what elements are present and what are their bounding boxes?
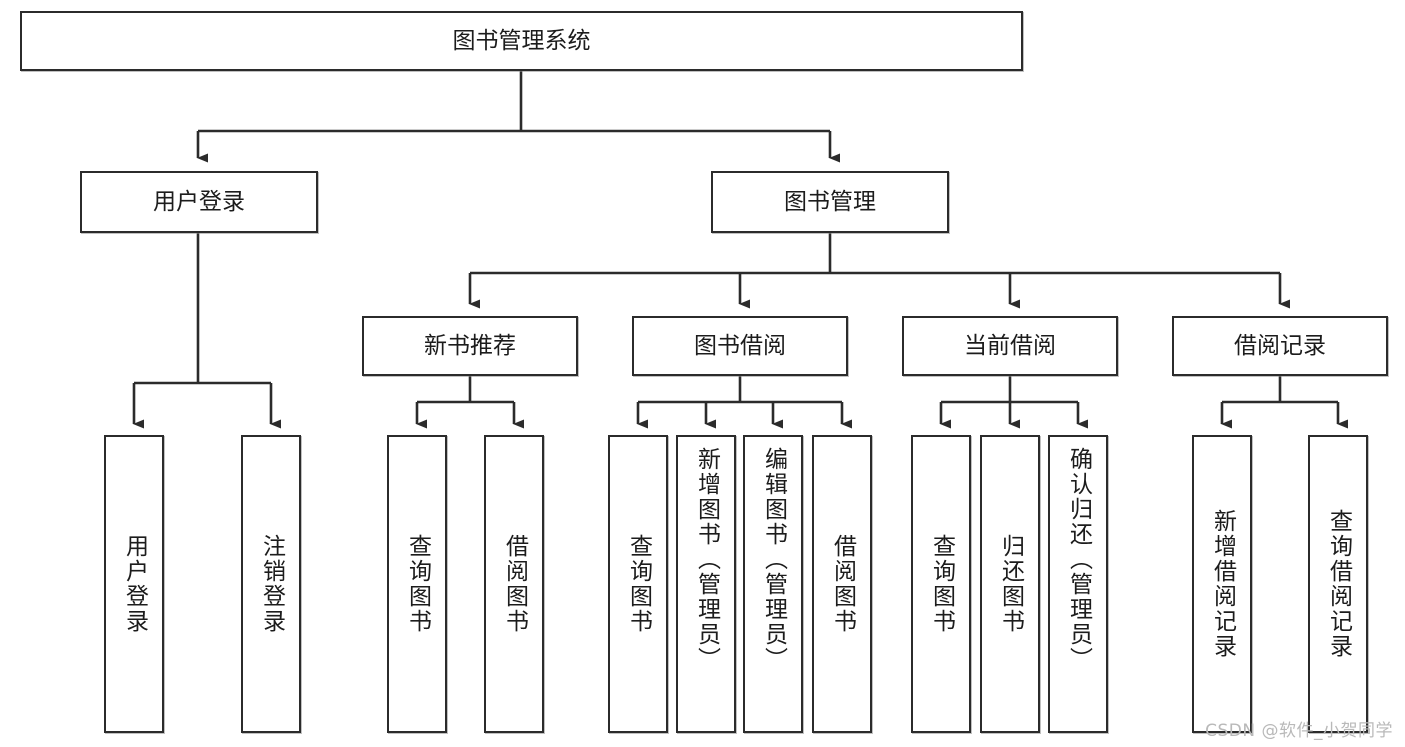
- node-leaf-logout-login[interactable]: 注销登录: [241, 435, 301, 733]
- node-leaf-query-book-borrow[interactable]: 查询图书: [608, 435, 668, 733]
- watermark-text: CSDN @软件_小贺同学: [1205, 721, 1393, 741]
- node-leaf-add-borrow-record[interactable]: 新增借阅记录: [1192, 435, 1252, 733]
- node-leaf-query-borrow-record[interactable]: 查询借阅记录: [1308, 435, 1368, 733]
- node-leaf-query-book-current[interactable]: 查询图书: [911, 435, 971, 733]
- node-label: 新书推荐: [424, 332, 516, 359]
- node-label: 查询图书: [928, 534, 955, 634]
- node-leaf-edit-book[interactable]: 编辑图书（管理员）: [743, 435, 803, 733]
- node-label: 图书借阅: [694, 332, 786, 359]
- node-leaf-return-book[interactable]: 归还图书: [980, 435, 1040, 733]
- node-label: 编辑图书（管理员）: [760, 447, 787, 672]
- node-label: 确认归还（管理员）: [1065, 447, 1092, 672]
- node-label: 查询图书: [404, 534, 431, 634]
- node-leaf-confirm-return[interactable]: 确认归还（管理员）: [1048, 435, 1108, 733]
- node-user-login[interactable]: 用户登录: [80, 171, 318, 233]
- node-leaf-borrow-book-recommend[interactable]: 借阅图书: [484, 435, 544, 733]
- node-new-book-recommend[interactable]: 新书推荐: [362, 316, 578, 376]
- node-leaf-add-book[interactable]: 新增图书（管理员）: [676, 435, 736, 733]
- node-label: 用户登录: [153, 188, 245, 215]
- node-label: 图书管理: [784, 188, 876, 215]
- node-current-borrow[interactable]: 当前借阅: [902, 316, 1118, 376]
- node-label: 借阅记录: [1234, 332, 1326, 359]
- node-label: 注销登录: [258, 534, 285, 634]
- node-leaf-query-book-recommend[interactable]: 查询图书: [387, 435, 447, 733]
- node-label: 借阅图书: [829, 534, 856, 634]
- node-root-system[interactable]: 图书管理系统: [20, 11, 1023, 71]
- node-label: 当前借阅: [964, 332, 1056, 359]
- node-leaf-borrow-book[interactable]: 借阅图书: [812, 435, 872, 733]
- node-label: 图书管理系统: [452, 27, 591, 54]
- node-label: 归还图书: [997, 534, 1024, 634]
- node-label: 新增借阅记录: [1209, 509, 1236, 659]
- node-label: 用户登录: [121, 534, 148, 634]
- node-label: 借阅图书: [501, 534, 528, 634]
- node-borrow-record[interactable]: 借阅记录: [1172, 316, 1388, 376]
- node-book-management[interactable]: 图书管理: [711, 171, 949, 233]
- node-label: 查询借阅记录: [1325, 509, 1352, 659]
- node-leaf-user-login[interactable]: 用户登录: [104, 435, 164, 733]
- node-book-borrow[interactable]: 图书借阅: [632, 316, 848, 376]
- node-label: 查询图书: [625, 534, 652, 634]
- node-label: 新增图书（管理员）: [693, 447, 720, 672]
